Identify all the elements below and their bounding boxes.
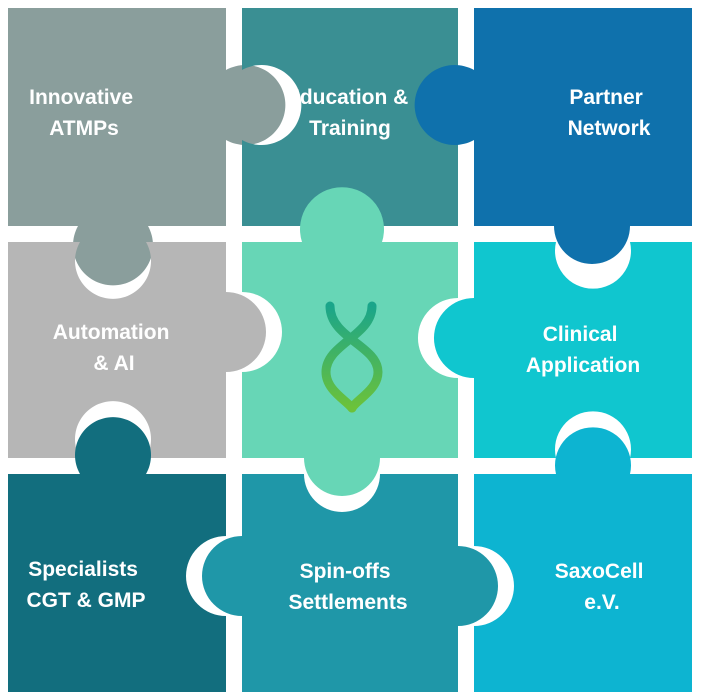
label-automation-ai: Automation & AI	[53, 321, 176, 375]
piece-education-training	[242, 8, 458, 226]
label-education-training-line-1: Education &	[286, 86, 409, 109]
label-innovative-atmps-line-2: ATMPs	[49, 117, 119, 140]
label-specialists-cgt-gmp-line-2: CGT & GMP	[27, 589, 146, 612]
piece-partner-network	[414, 8, 692, 264]
label-automation-ai-line-1: Automation	[53, 321, 170, 344]
piece-specialists-cgt-gmp	[8, 417, 226, 692]
label-partner-network-line-1: Partner	[569, 86, 643, 109]
label-spinoffs-settlements: Spin-offs Settlements	[288, 560, 407, 614]
dna-icon	[321, 301, 383, 413]
label-spinoffs-settlements-line-2: Settlements	[288, 591, 407, 614]
label-clinical-application-line-2: Application	[526, 354, 640, 377]
piece-clinical-application	[433, 242, 692, 458]
piece-saxocell	[474, 427, 692, 692]
label-spinoffs-settlements-line-1: Spin-offs	[300, 560, 391, 583]
label-education-training: Education & Training	[286, 86, 414, 140]
label-saxocell-line-2: e.V.	[584, 591, 619, 614]
label-education-training-line-2: Training	[309, 117, 391, 140]
piece-spinoffs-settlements	[202, 474, 498, 692]
label-partner-network-line-2: Network	[568, 117, 651, 140]
label-clinical-application-line-1: Clinical	[543, 323, 618, 346]
label-clinical-application: Clinical Application	[526, 323, 640, 377]
label-automation-ai-line-2: & AI	[93, 352, 134, 375]
label-saxocell: SaxoCell e.V.	[555, 560, 650, 614]
label-saxocell-line-1: SaxoCell	[555, 560, 644, 583]
piece-innovative-atmps	[8, 8, 286, 286]
label-innovative-atmps: Innovative ATMPs	[29, 86, 139, 140]
label-specialists-cgt-gmp-line-1: Specialists	[28, 558, 138, 581]
piece-automation-ai	[8, 242, 266, 458]
label-specialists-cgt-gmp: Specialists CGT & GMP	[27, 558, 146, 612]
label-innovative-atmps-line-1: Innovative	[29, 86, 133, 109]
label-partner-network: Partner Network	[568, 86, 651, 140]
